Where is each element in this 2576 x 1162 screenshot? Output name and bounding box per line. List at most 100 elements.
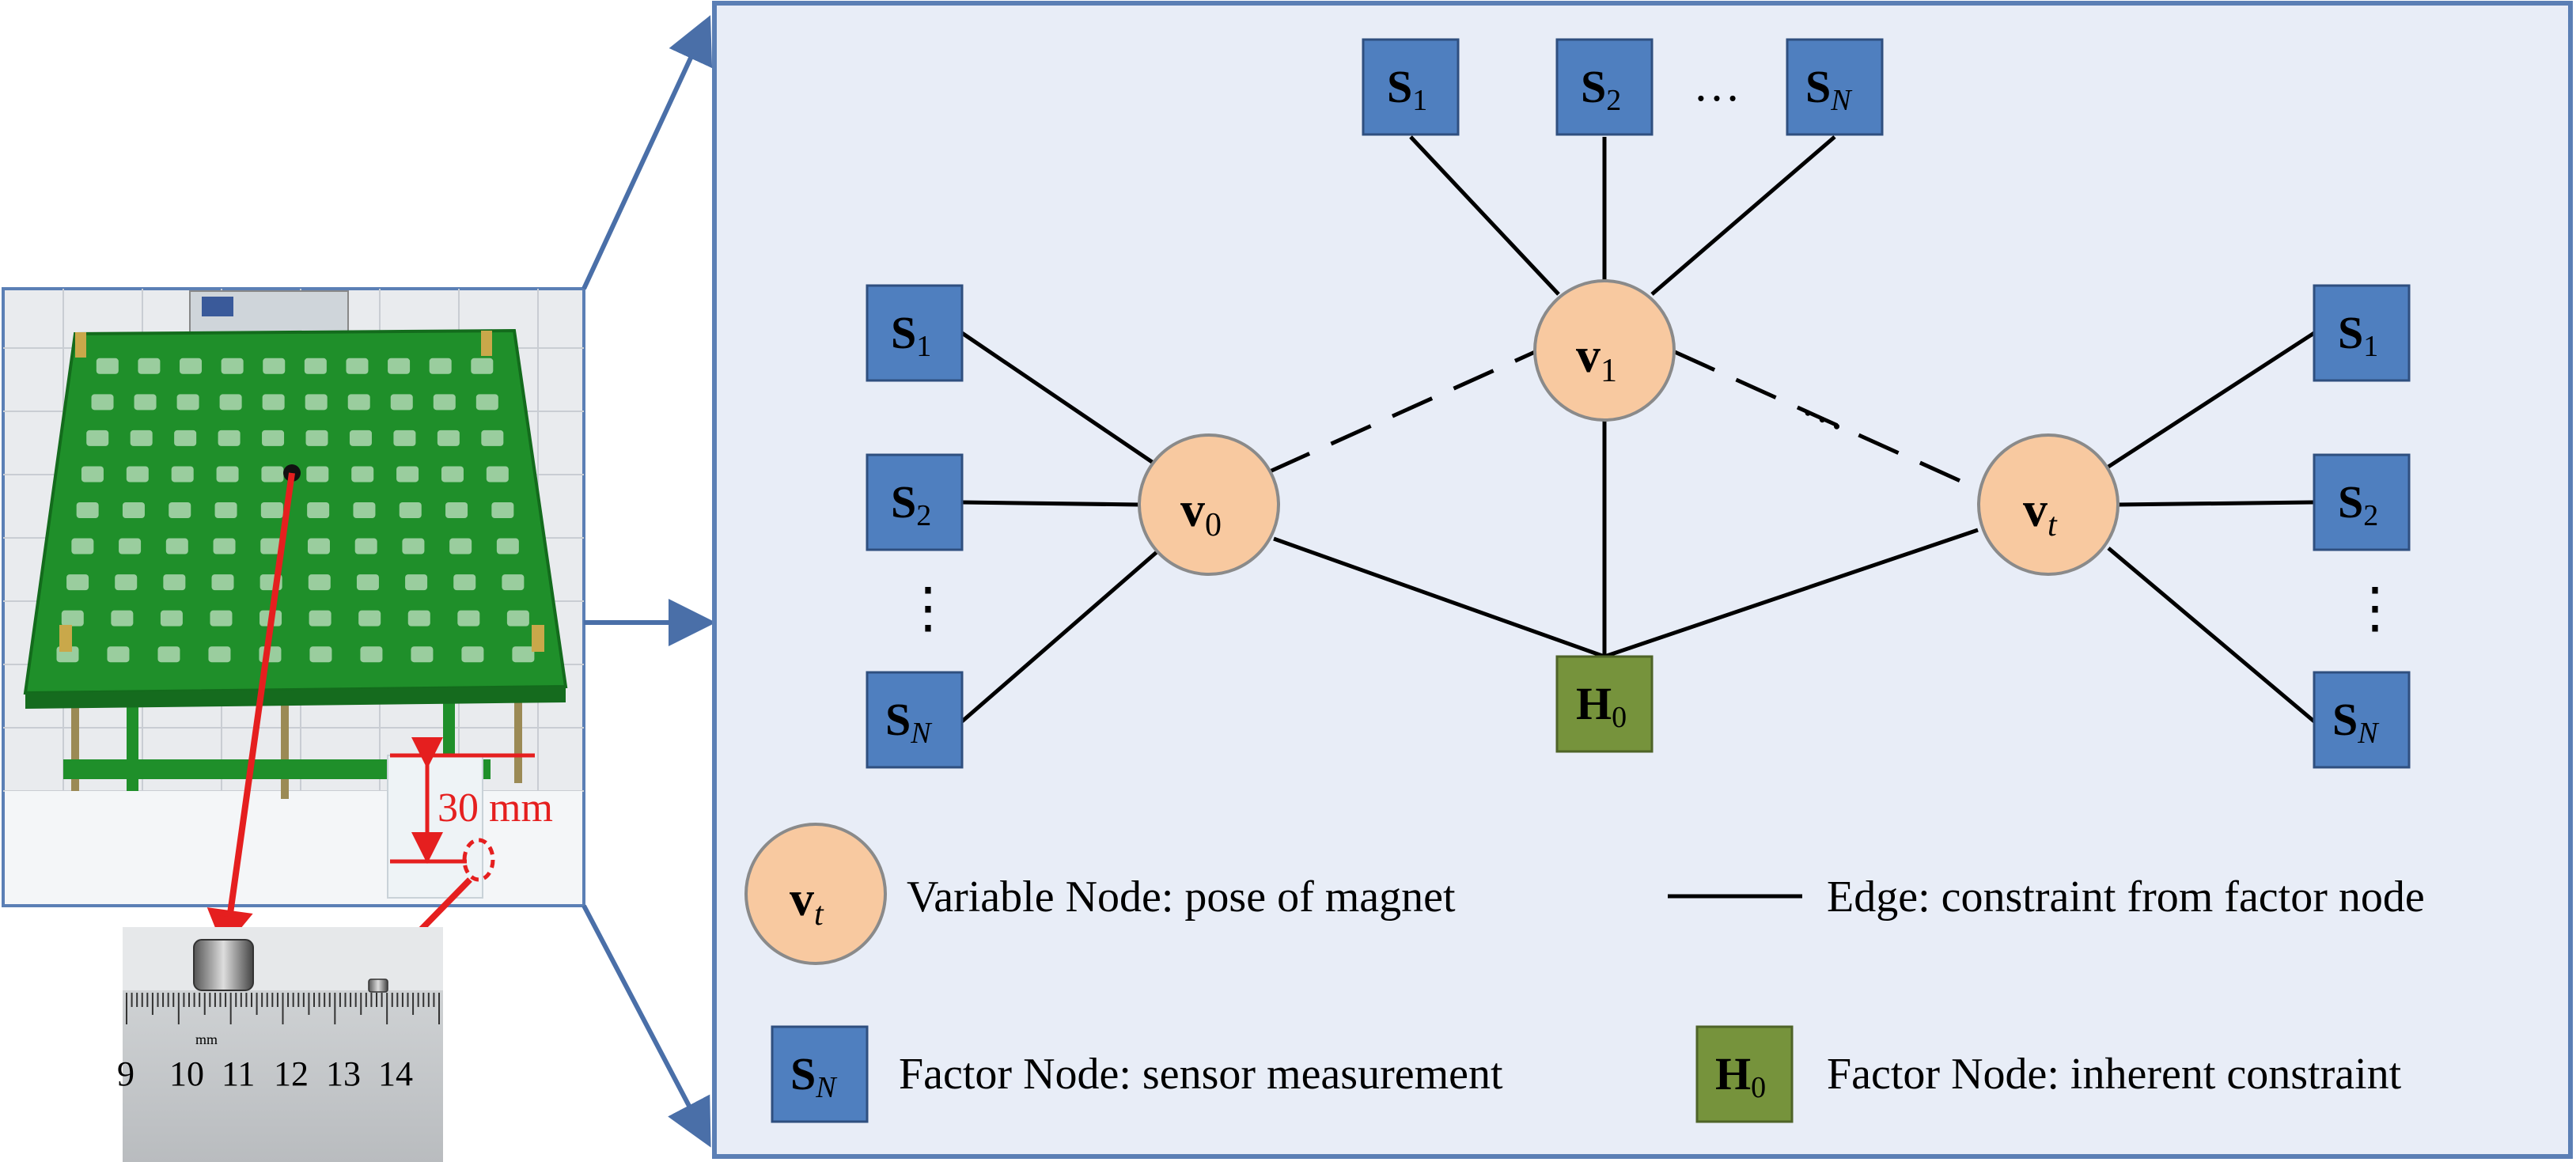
edge-sn-top-v1 [1650,135,1836,296]
sensor-pad [66,574,89,591]
sensor-pad [96,358,119,374]
sensor-pad [216,466,239,483]
zoom-connectors [581,15,716,1148]
sensor-pad [171,466,194,483]
factor-node-s1-right: S1 [2313,284,2411,382]
dimension-label: 30 mm [438,785,553,831]
sensor-pad [126,466,149,483]
sensor-pad [481,430,504,446]
sensor-pad [61,610,84,626]
sensor-pad [453,574,476,591]
sensor-pad [358,610,381,626]
legend: vt Variable Node: pose of magnet Edge: c… [744,823,2425,1123]
svg-text:v1: v1 [1576,329,1617,389]
sensor-pad [138,358,161,374]
sensor-pad [115,574,138,591]
sensor-pad [174,430,197,446]
sensor-pad [208,646,231,663]
sensor-pad [262,430,285,446]
sensor-pad [441,466,464,483]
legend-sensor-factor: SN Factor Node: sensor measurement [771,1025,1503,1123]
base-frame [63,696,491,791]
ruler-number: 12 [274,1054,309,1093]
ruler-number: 14 [378,1054,413,1093]
vdots-right: ⋮ [2347,578,2403,639]
sensor-pad [399,502,422,518]
sensor-pad [457,610,480,626]
sensor-pcb [23,328,568,695]
sensor-pad [502,574,525,591]
right-sensor-factors: S1 S2 ⋮ SN [2313,284,2411,769]
sensor-pad [360,646,383,663]
sensor-pad [475,394,498,411]
pointer-to-large-magnet [226,472,295,920]
legend-constraint-label: Factor Node: inherent constraint [1827,1050,2402,1099]
svg-text:H0: H0 [1715,1048,1766,1104]
sensor-pad [304,358,327,374]
legend-variable-node: vt Variable Node: pose of magnet [744,823,1456,965]
sensor-pad [119,538,142,555]
edge-s1-top-v1 [1409,135,1560,296]
sensor-pad [496,538,519,555]
sensor-pad [221,358,244,374]
edge-s2-left-v0 [961,500,1140,507]
edge-s1-left-v0 [960,331,1158,467]
sensor-pad [81,466,104,483]
sensor-pad [512,646,535,663]
sensor-pad [76,502,99,518]
sensor-pad [180,358,203,374]
sensor-pad [163,574,186,591]
svg-text:SN: SN [790,1048,838,1104]
sensor-pad [429,358,452,374]
ruler-ticks [126,993,440,1024]
sensor-pad [471,358,494,374]
ruler-unit: mm [195,1031,218,1047]
sensor-pad [390,394,413,411]
sensor-pad [260,538,283,555]
sensor-pad [309,646,332,663]
svg-text:S2: S2 [1581,61,1621,117]
factor-node-s2-top: S2 [1555,38,1654,136]
sensor-pad [91,394,114,411]
factor-node-s1-top: S1 [1362,38,1460,136]
svg-text:SN: SN [1805,61,1853,117]
sensor-pad [388,358,411,374]
sensor-pad [309,610,331,626]
edge-s2-right-vt [2116,500,2315,507]
vdots-left: ⋮ [900,578,956,639]
svg-text:SN: SN [885,694,933,750]
ruler-number: 11 [222,1054,255,1093]
sensor-pad [219,394,242,411]
variable-node-v0: v0 [1138,433,1280,576]
sensor-pad [407,610,430,626]
small-magnet [368,978,388,993]
legend-edge: Edge: constraint from factor node [1668,872,2425,922]
legend-sensor-label: Factor Node: sensor measurement [899,1050,1503,1099]
sensor-pad [405,574,428,591]
sensor-pad [354,538,377,555]
sensor-pad [402,538,425,555]
sensor-pad [260,502,283,518]
sensor-pad [214,502,237,518]
sensor-pad [210,610,233,626]
sensor-pad [213,538,236,555]
sensor-pad [445,502,468,518]
sensor-pad [122,502,145,518]
sensor-pad [165,538,188,555]
sensor-pad [130,430,153,446]
sensor-pad [349,430,372,446]
factor-node-sn-right: SN [2313,671,2411,769]
sensor-pad [211,574,234,591]
sensor-pad [393,430,416,446]
sensor-pad [486,466,509,483]
svg-text:H0: H0 [1576,678,1627,734]
top-sensor-factors: S1 S2 … SN [1362,38,1884,136]
ruler-number: 13 [326,1054,361,1093]
factor-node-h0: H0 [1555,655,1654,753]
sensor-array [56,358,535,663]
sensor-pad [506,610,529,626]
sensor-pad [396,466,419,483]
edge-v0-v1-dashed [1268,350,1536,474]
sensor-pad [305,394,328,411]
